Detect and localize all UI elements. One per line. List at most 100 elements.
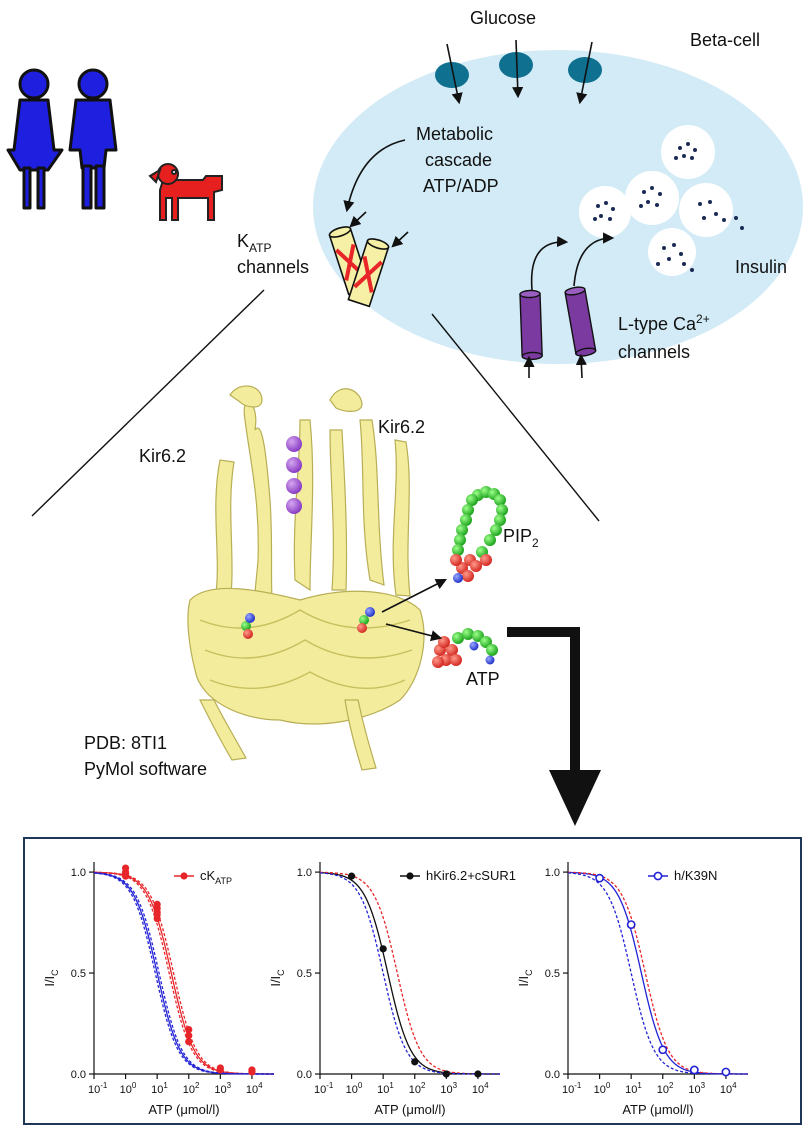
x-tick-label: 103	[214, 1081, 231, 1096]
fit-curve	[93, 872, 274, 1075]
y-tick-label: 0.5	[297, 968, 312, 980]
pdb-label: PDB: 8TI1	[84, 733, 167, 753]
insulin-granules	[579, 125, 744, 276]
insulin-label: Insulin	[735, 257, 787, 277]
data-point	[185, 1025, 193, 1034]
legend-marker	[653, 871, 663, 881]
x-tick-label: 10-1	[88, 1081, 108, 1096]
y-tick-label: 0.0	[297, 1069, 312, 1081]
metabolic-text: Metabolic cascade ATP/ADP	[416, 124, 499, 196]
pip2-molecule	[450, 486, 508, 583]
x-tick-label: 104	[246, 1081, 263, 1096]
metabolic-line-3: ATP/ADP	[423, 176, 499, 196]
data-point	[379, 945, 387, 953]
data-point	[248, 1068, 256, 1076]
y-tick-label: 0.5	[545, 968, 560, 980]
people-icon	[6, 68, 118, 210]
glucose-transporters	[435, 52, 602, 88]
x-tick-label: 102	[183, 1081, 200, 1096]
metabolic-line-2: cascade	[425, 150, 492, 170]
data-point	[185, 1038, 193, 1046]
glucose-label: Glucose	[470, 8, 536, 28]
y-tick-label: 0.5	[71, 968, 86, 980]
x-tick-label: 101	[625, 1081, 642, 1096]
fit-curve	[319, 872, 500, 1075]
fit-curve	[567, 872, 748, 1075]
data-point	[595, 873, 604, 883]
x-tick-label: 102	[409, 1081, 426, 1096]
atp-molecule	[432, 628, 498, 668]
beta-cell-label: Beta-cell	[690, 30, 760, 50]
x-axis-label: ATP (μmol/l)	[374, 1102, 445, 1117]
y-axis-label: I/IC	[42, 969, 60, 987]
x-tick-label: 102	[657, 1081, 674, 1096]
ligand-arrows	[381, 578, 447, 642]
kir-left-label: Kir6.2	[139, 446, 186, 466]
legend-marker	[406, 872, 414, 880]
y-tick-label: 1.0	[297, 867, 312, 879]
data-point	[153, 914, 161, 923]
data-point	[474, 1070, 482, 1078]
data-point	[689, 1065, 699, 1075]
x-tick-label: 101	[151, 1081, 168, 1096]
fit-curve	[93, 872, 274, 1075]
potassium-ions	[286, 436, 302, 514]
kir-right-label: Kir6.2	[378, 417, 425, 437]
x-tick-label: 104	[720, 1081, 737, 1096]
x-tick-label: 103	[688, 1081, 705, 1096]
x-tick-label: 103	[440, 1081, 457, 1096]
zoom-lines	[31, 289, 600, 522]
legend-label: hKir6.2+cSUR1	[426, 868, 516, 883]
data-point	[216, 1066, 224, 1074]
glucose-arrows	[446, 39, 593, 105]
results-panel	[23, 837, 802, 1125]
data-point	[185, 1032, 193, 1040]
y-tick-label: 0.0	[545, 1069, 560, 1081]
bound-ligands	[241, 607, 375, 639]
to-results-arrow	[507, 627, 601, 826]
data-point	[121, 872, 130, 880]
ltype-label-line2: channels	[618, 342, 690, 362]
pip2-label: PIP2	[503, 526, 539, 550]
x-tick-label: 100	[120, 1081, 137, 1096]
x-tick-label: 100	[346, 1081, 363, 1096]
legend-label: cKATP	[200, 868, 232, 886]
metabolic-line-1: Metabolic	[416, 124, 493, 144]
data-point	[658, 1045, 668, 1055]
ltype-channels	[519, 232, 615, 379]
legend-marker	[180, 872, 188, 880]
data-point	[626, 920, 636, 929]
metabolic-arrow	[343, 139, 406, 213]
atp-label: ATP	[466, 669, 500, 689]
katp-label-line2: channels	[237, 257, 309, 277]
data-point	[347, 872, 356, 880]
x-axis-label: ATP (μmol/l)	[622, 1102, 693, 1117]
y-tick-label: 1.0	[545, 867, 560, 879]
pymol-label: PyMol software	[84, 759, 207, 779]
legend-label: h/K39N	[674, 868, 717, 883]
dog-icon	[148, 163, 223, 221]
kir62-structure	[187, 385, 425, 771]
x-tick-label: 10-1	[562, 1081, 582, 1096]
data-point	[411, 1058, 419, 1066]
x-tick-label: 100	[594, 1081, 611, 1096]
data-point	[721, 1067, 731, 1077]
data-point	[442, 1070, 450, 1078]
x-axis-label: ATP (μmol/l)	[148, 1102, 219, 1117]
x-tick-label: 101	[377, 1081, 394, 1096]
katp-channels	[328, 211, 409, 308]
y-axis-label: I/IC	[268, 969, 286, 987]
x-tick-label: 10-1	[314, 1081, 334, 1096]
x-tick-label: 104	[472, 1081, 489, 1096]
ltype-label: L-type Ca2+	[618, 312, 710, 334]
fit-curve	[93, 872, 274, 1075]
y-tick-label: 0.0	[71, 1069, 86, 1081]
y-axis-label: I/IC	[516, 969, 534, 987]
y-tick-label: 1.0	[71, 867, 86, 879]
katp-label: KATP	[237, 231, 271, 255]
